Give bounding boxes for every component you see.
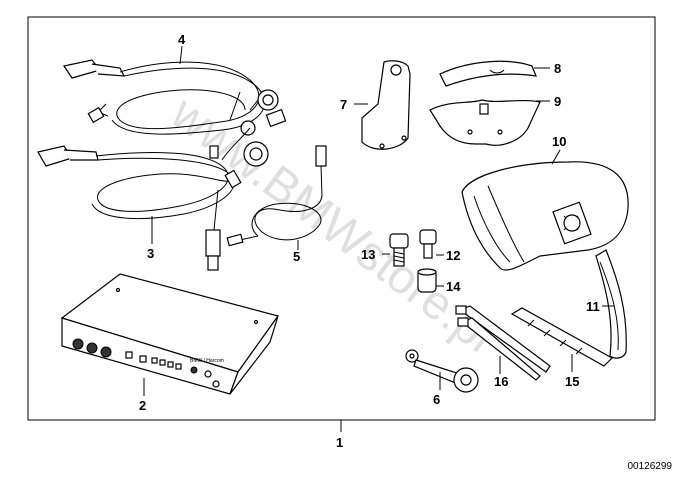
part-14-screw[interactable]	[389, 233, 409, 267]
callout-12: 12	[446, 248, 460, 263]
part-5-cable[interactable]	[226, 145, 327, 247]
callout-10: 10	[552, 134, 566, 149]
part-4-wiring-harness[interactable]	[63, 59, 287, 167]
part-13-spacer[interactable]	[417, 268, 437, 293]
callout-16: 16	[494, 374, 508, 389]
callout-14: 13	[361, 247, 375, 262]
callout-2: 2	[139, 398, 146, 413]
part-2-control-unit[interactable]: BMW | Harcom	[60, 273, 279, 395]
catalog-number: 00126299	[627, 461, 673, 472]
callout-1: 1	[336, 435, 343, 450]
part-8-holder[interactable]	[429, 99, 541, 146]
device-brand-label: BMW | Harcom	[190, 358, 224, 364]
callout-4: 4	[178, 32, 186, 47]
callout-6: 6	[433, 392, 440, 407]
callout-3: 3	[147, 246, 154, 261]
part-7-bracket[interactable]	[361, 60, 411, 150]
part-6-strap-key[interactable]	[405, 349, 479, 393]
callout-15: 15	[565, 374, 579, 389]
callout-7: 7	[340, 97, 347, 112]
callout-8: 9	[554, 94, 561, 109]
part-10-bag[interactable]	[461, 161, 629, 271]
callout-11: 11	[586, 299, 600, 314]
part-16-cable-ties[interactable]	[455, 305, 551, 381]
part-15-velcro-strip[interactable]	[510, 307, 613, 367]
callout-13: 14	[446, 279, 461, 294]
part-11-strip[interactable]	[595, 249, 627, 359]
part-12-screw[interactable]	[419, 229, 437, 259]
part-9-cover-plate[interactable]	[439, 60, 537, 87]
part-3-wiring-harness[interactable]	[37, 145, 242, 271]
callout-9: 8	[554, 61, 561, 76]
callout-5: 5	[293, 249, 300, 264]
